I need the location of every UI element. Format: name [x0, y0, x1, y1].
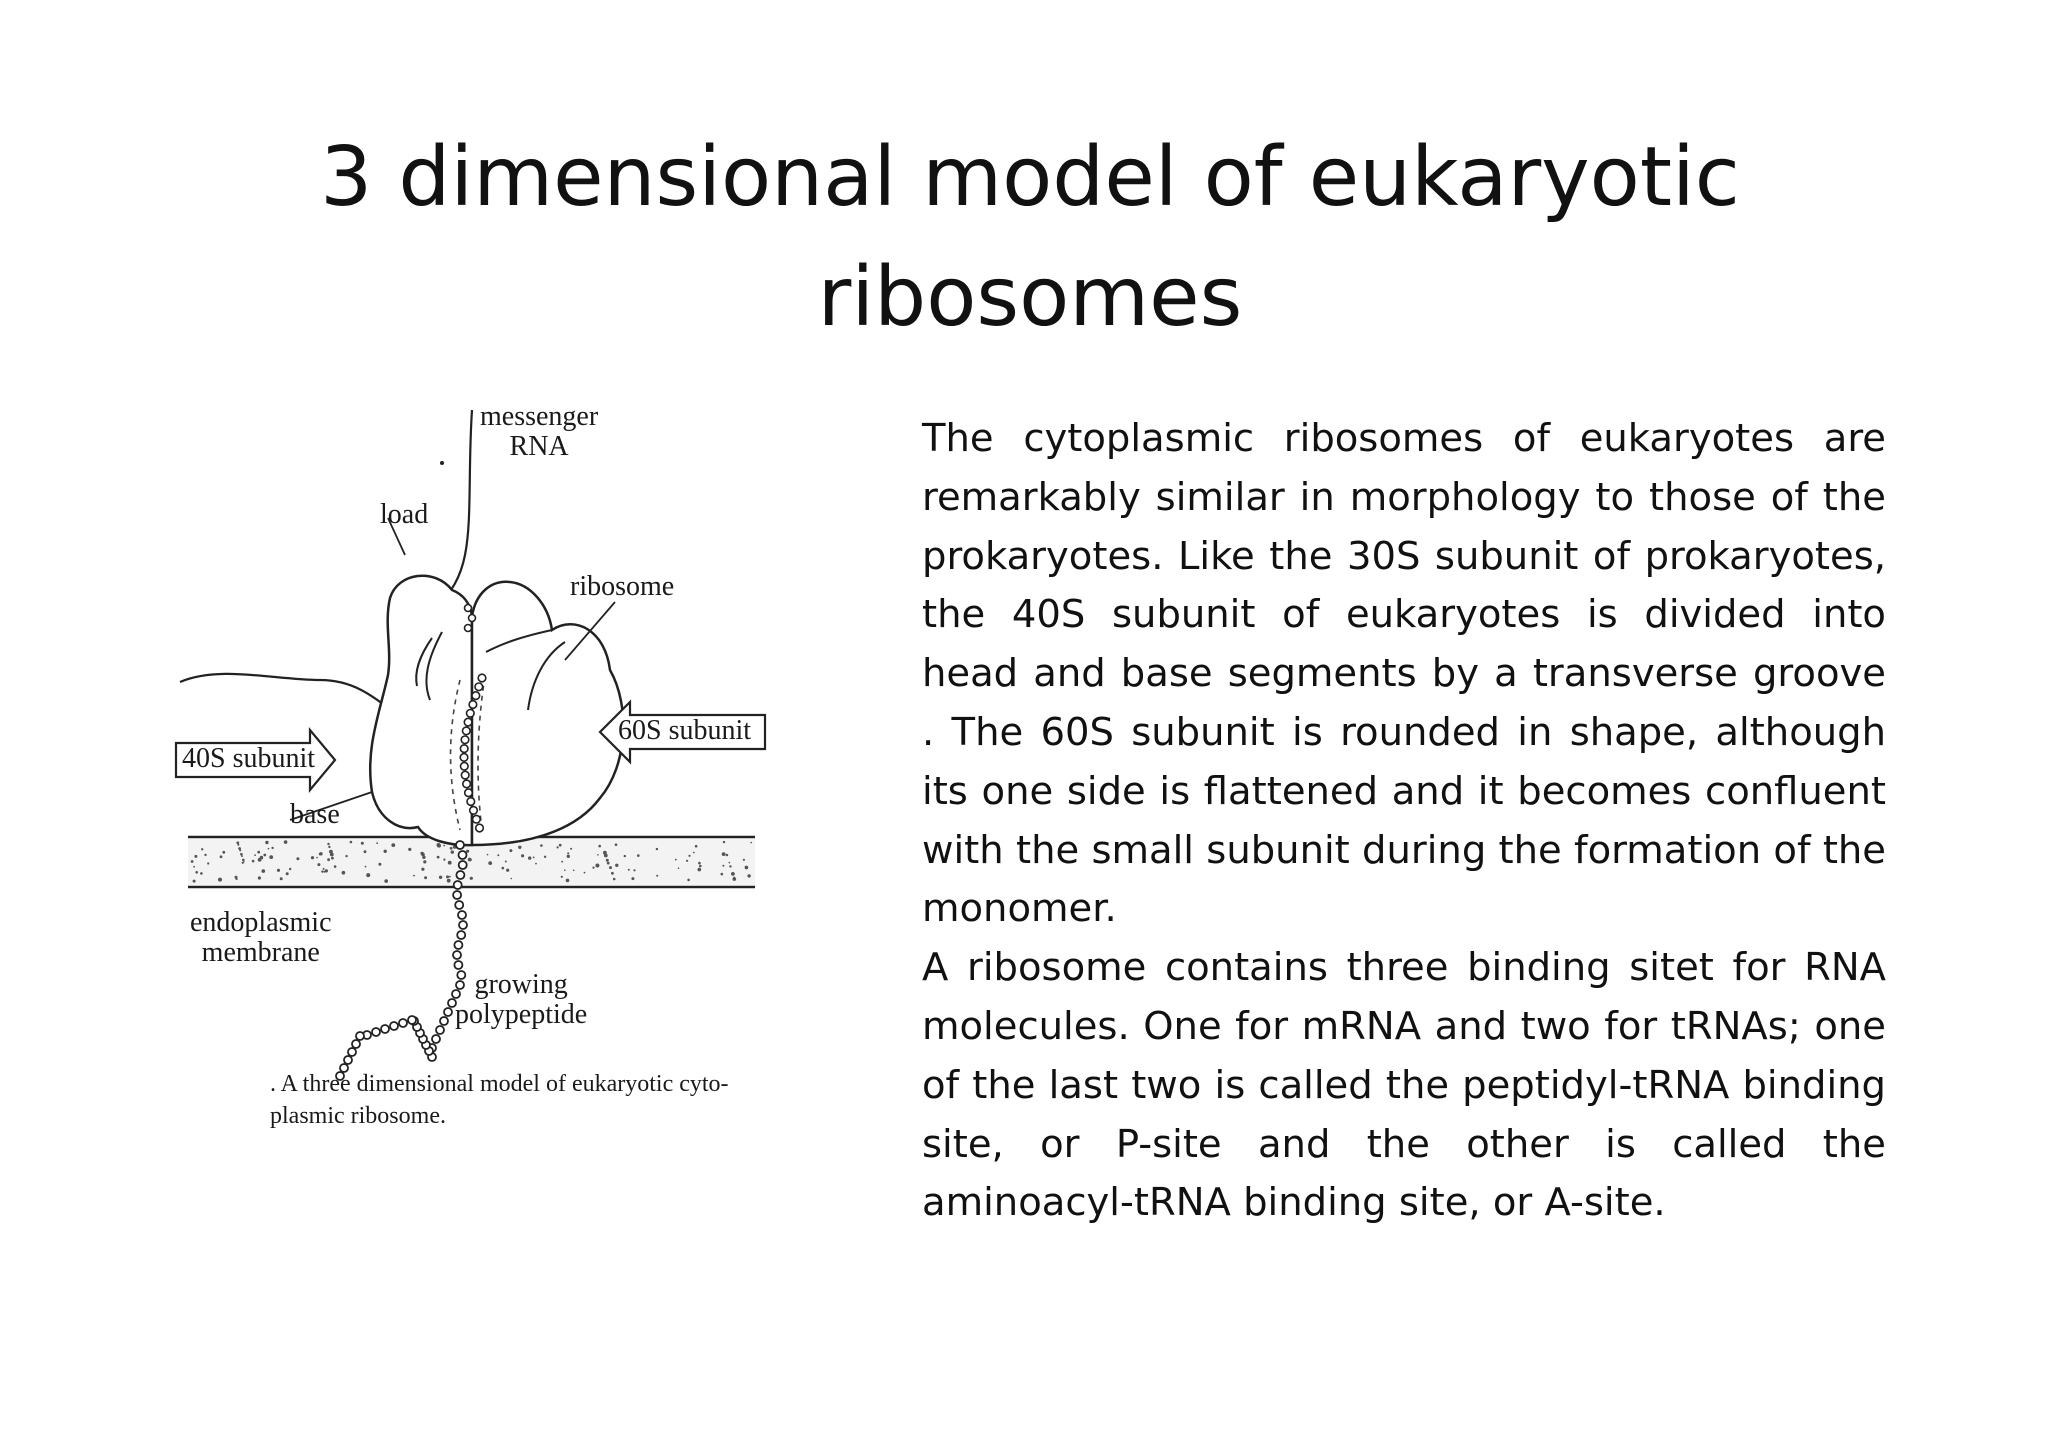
- large-subunit-60s-shape: [470, 580, 625, 847]
- ribosome-label: ribosome: [570, 571, 675, 602]
- body-text: The cytoplasmic ribosomes of eukaryotes …: [922, 410, 1886, 1233]
- rna-speck: [440, 461, 444, 465]
- incoming-strand: [179, 672, 398, 716]
- growing-polypeptide-chain: [335, 840, 468, 1081]
- load-label: load: [380, 499, 429, 530]
- subunit-40s-label: 40S subunit: [182, 743, 316, 774]
- endoplasmic-membrane-label: endoplasmic membrane: [190, 907, 332, 968]
- subunit-60s-arrow: [598, 699, 767, 765]
- nascent-chain-beads: [459, 603, 487, 833]
- ribosome-diagram: messenger RNA load ribosome 40S subunit …: [160, 380, 800, 1170]
- base-label: base: [290, 799, 340, 830]
- exit-tunnel: [449, 679, 461, 831]
- body-paragraph-1: The cytoplasmic ribosomes of eukaryotes …: [922, 416, 1886, 932]
- subunit-40s-arrow: [174, 726, 337, 794]
- growing-polypeptide-label: growing polypeptide: [455, 969, 588, 1030]
- messenger-rna-label: messenger RNA: [480, 401, 599, 462]
- ribosome-illustration: [174, 409, 767, 1081]
- ribosome-pointer: [564, 601, 616, 661]
- small-subunit-40s-shape: [368, 574, 474, 847]
- figure-caption: . A three dimensional model of eukaryoti…: [270, 1071, 729, 1129]
- load-pointer: [387, 517, 406, 556]
- endoplasmic-membrane-band: [188, 835, 755, 889]
- body-paragraph-2: A ribosome contains three binding sitet …: [922, 945, 1886, 1226]
- slide-title: 3 dimensional model of eukaryotic riboso…: [320, 130, 1740, 345]
- base-pointer: [289, 791, 373, 821]
- messenger-rna-strand: [442, 409, 474, 601]
- subunit-60s-label: 60S subunit: [618, 715, 752, 746]
